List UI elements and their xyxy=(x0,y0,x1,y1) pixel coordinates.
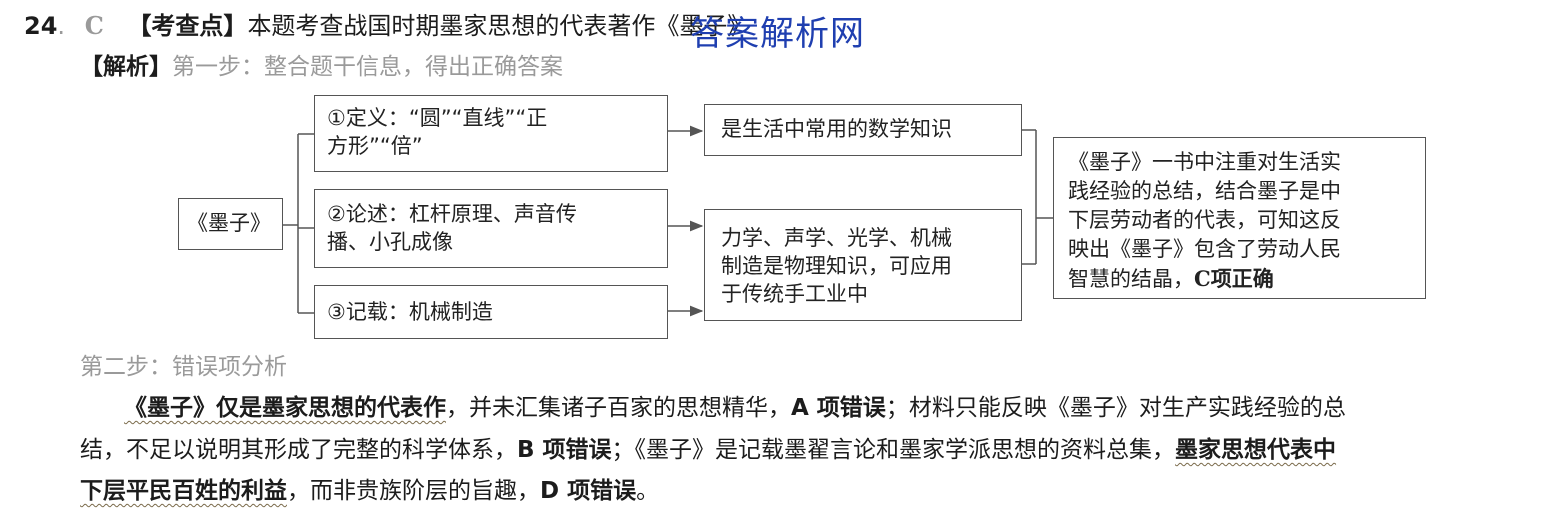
item-1-line1: ①定义：“圆”“直线”“正 xyxy=(327,106,548,130)
item-3-line1: ③记载：机械制造 xyxy=(327,300,493,324)
item-box-1: ①定义：“圆”“直线”“正 方形”“倍” xyxy=(314,95,668,172)
conclusion-line4: 映出《墨子》包含了劳动人民 xyxy=(1068,237,1341,261)
conclusion-box: 《墨子》一书中注重对生活实 践经验的总结，结合墨子是中 下层劳动者的代表，可知这… xyxy=(1053,137,1426,299)
mid-2-line2: 制造是物理知识，可应用 xyxy=(721,254,952,278)
conclusion-verdict: C项正确 xyxy=(1194,266,1274,291)
question-number: 24 xyxy=(24,12,58,40)
key-phrase-2a: 墨家思想代表中 xyxy=(1175,437,1337,463)
analysis-heading: 【解析】第一步：整合题干信息，得出正确答案 xyxy=(80,52,563,82)
watermark: 答案解析网 xyxy=(690,14,865,54)
verdict-a: A 项错误 xyxy=(791,395,886,421)
conclusion-line3: 下层劳动者的代表，可知这反 xyxy=(1068,208,1341,232)
para-text-2c: ；《墨子》是记载墨翟言论和墨家学派思想的资料总集， xyxy=(611,437,1176,463)
para-text-1b: ，并未汇集诸子百家的思想精华， xyxy=(446,395,791,421)
question-header: 24. C 【考查点】本题考查战国时期墨家思想的代表著作《墨子》 xyxy=(24,10,751,42)
conclusion-line2: 践经验的总结，结合墨子是中 xyxy=(1068,179,1341,203)
step2-label: 第二步：错误项分析 xyxy=(80,354,287,380)
step1-label: 第一步：整合题干信息，得出正确答案 xyxy=(172,54,563,80)
paragraph-line-3: 下层平民百姓的利益，而非贵族阶层的旨趣，D 项错误。 xyxy=(80,471,659,511)
para-text-3d: 。 xyxy=(636,478,660,504)
para-text-1d: ；材料只能反映《墨子》对生产实践经验的总 xyxy=(885,395,1346,421)
key-phrase-2b: 下层平民百姓的利益 xyxy=(80,478,287,504)
conclusion-line5: 智慧的结晶， xyxy=(1068,267,1194,291)
item-2-line1: ②论述：杠杆原理、声音传 xyxy=(327,202,577,226)
item-box-2: ②论述：杠杆原理、声音传 播、小孔成像 xyxy=(314,189,668,268)
mid-2-line3: 于传统手工业中 xyxy=(721,282,868,306)
exam-point-tail: 《墨子》 xyxy=(655,12,752,40)
analysis-tag: 【解析】 xyxy=(80,54,172,80)
root-label: 《墨子》 xyxy=(187,211,271,235)
exam-point-tag: 【考查点】 xyxy=(127,12,248,40)
paragraph-line-2: 结，不足以说明其形成了完整的科学体系，B 项错误；《墨子》是记载墨翟言论和墨家学… xyxy=(80,430,1336,470)
answer-letter: C xyxy=(84,11,104,40)
para-text-2a: 结，不足以说明其形成了完整的科学体系， xyxy=(80,437,517,463)
verdict-d: D 项错误 xyxy=(540,478,637,504)
verdict-b: B 项错误 xyxy=(517,437,612,463)
item-2-line2: 播、小孔成像 xyxy=(327,230,453,254)
paragraph-line-1: 《墨子》仅是墨家思想的代表作，并未汇集诸子百家的思想精华，A 项错误；材料只能反… xyxy=(124,388,1346,428)
exam-point-text: 本题考查战国时期墨家思想的代表著作 xyxy=(247,12,656,40)
item-box-3: ③记载：机械制造 xyxy=(314,285,668,339)
root-box: 《墨子》 xyxy=(178,198,283,250)
question-dot: . xyxy=(57,12,66,40)
mid-box-2: 力学、声学、光学、机械 制造是物理知识，可应用 于传统手工业中 xyxy=(704,209,1022,321)
mid-box-1: 是生活中常用的数学知识 xyxy=(704,104,1022,156)
para-text-3b: ，而非贵族阶层的旨趣， xyxy=(287,478,540,504)
item-1-line2: 方形”“倍” xyxy=(327,134,423,158)
mid-1-line1: 是生活中常用的数学知识 xyxy=(721,117,952,141)
conclusion-line1: 《墨子》一书中注重对生活实 xyxy=(1068,150,1341,174)
mid-2-line1: 力学、声学、光学、机械 xyxy=(721,226,952,250)
key-phrase-1: 《墨子》仅是墨家思想的代表作 xyxy=(124,395,446,421)
